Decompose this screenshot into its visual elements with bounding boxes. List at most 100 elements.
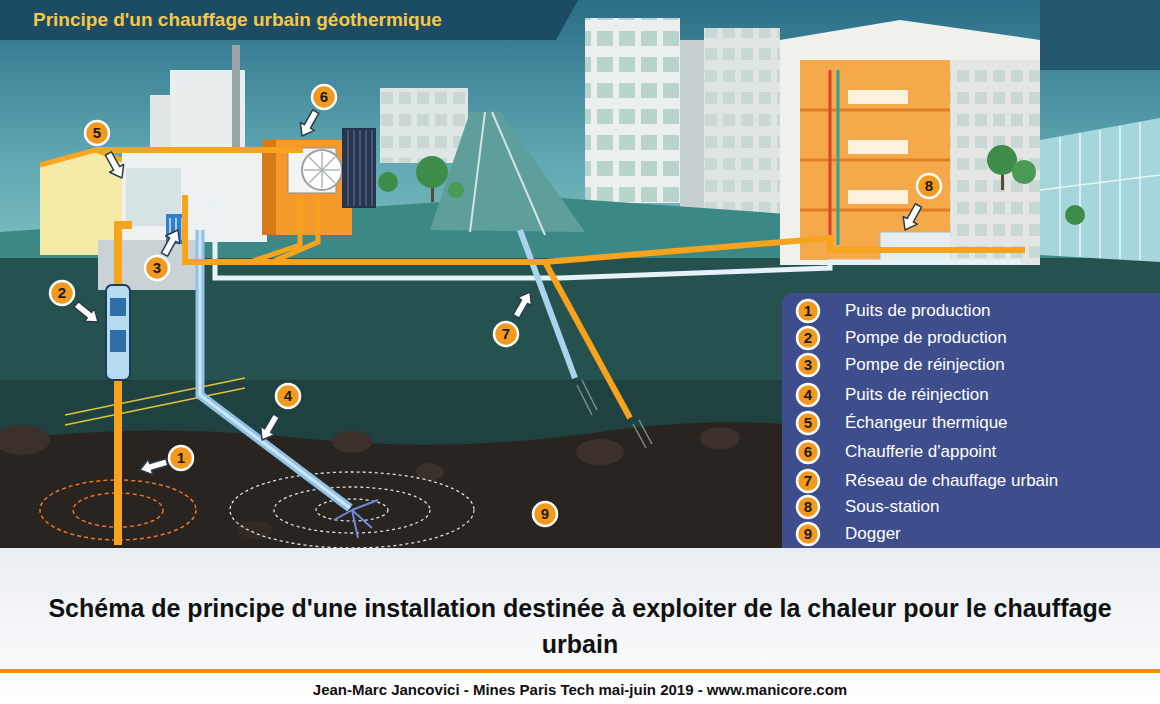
production-pump	[106, 285, 130, 380]
background-buildings	[232, 45, 240, 150]
legend-number: 4	[796, 383, 820, 407]
ground	[470, 112, 485, 232]
hot-pipes	[185, 195, 1025, 262]
plant	[342, 128, 376, 208]
callout-number: 7	[494, 322, 518, 346]
legend-number: 7	[796, 469, 820, 493]
hot-pipes	[95, 148, 300, 150]
legend-circles	[797, 300, 819, 545]
ground	[416, 463, 444, 481]
legend-text: Sous-station	[845, 497, 940, 516]
right-building	[829, 70, 832, 245]
callout-number: 8	[917, 174, 941, 198]
trees	[416, 156, 448, 188]
plant	[122, 150, 267, 242]
callout-circles	[917, 174, 941, 198]
trees	[448, 182, 464, 198]
well-zones	[230, 472, 474, 548]
legend-entry: Échangeur thermique	[845, 412, 1008, 434]
legend-number: 1	[796, 299, 820, 323]
cold-pipes	[205, 200, 1020, 278]
right-building	[837, 70, 840, 245]
callout-circles	[276, 384, 300, 408]
callout-circles	[169, 446, 193, 470]
callout-circles	[85, 121, 109, 145]
plant	[262, 140, 276, 235]
right-building	[848, 140, 908, 154]
legend-entry: Chaufferie d'appoint	[845, 441, 996, 463]
legend-entry: Pompe de production	[845, 327, 1007, 349]
background-buildings	[704, 28, 780, 238]
callout-arrows	[71, 298, 103, 328]
callout-number: 6	[312, 85, 336, 109]
footer-credit: Jean-Marc Jancovici - Mines Paris Tech m…	[0, 681, 1160, 698]
callout-arrows	[138, 454, 169, 477]
legend-number: 8	[796, 495, 820, 519]
right-building	[950, 60, 1040, 265]
plant	[348, 130, 372, 206]
legend-text: Dogger	[845, 524, 901, 543]
greenhouse	[1040, 122, 1160, 260]
right-building	[848, 190, 908, 204]
callout-circles	[50, 281, 74, 305]
right-building	[800, 110, 950, 210]
legend-circles	[797, 441, 819, 463]
legend-entry: Pompe de réinjection	[845, 354, 1005, 376]
callout-circles	[533, 502, 557, 526]
callout-number: 9	[533, 502, 557, 526]
right-building	[780, 20, 1040, 265]
background-buildings	[585, 18, 680, 203]
ground	[332, 431, 372, 453]
trees	[378, 172, 398, 192]
legend-entry: Puits de réinjection	[845, 384, 989, 406]
callout-number: 3	[145, 256, 169, 280]
callout-arrows	[157, 226, 185, 258]
cold-pipes	[577, 380, 597, 415]
callout-circles	[145, 256, 169, 280]
callout-number: 2	[50, 281, 74, 305]
legend-circles	[797, 523, 819, 545]
greenhouse	[1040, 118, 1160, 262]
plant	[304, 152, 340, 188]
hot-pipes	[545, 262, 630, 418]
legend-circles	[797, 327, 819, 349]
legend-number: 5	[796, 411, 820, 435]
ground	[492, 112, 545, 235]
legend-panel	[782, 293, 1160, 548]
legend-number: 9	[796, 522, 820, 546]
production-pump	[106, 285, 130, 380]
legend-entry: Puits de production	[845, 300, 991, 322]
right-building	[950, 60, 1040, 265]
callout-number: 5	[85, 121, 109, 145]
callout-arrows	[295, 108, 323, 140]
callout-arrows	[71, 108, 925, 478]
cold-pipes	[200, 230, 350, 508]
callout-arrows	[509, 288, 537, 320]
callout-number: 1	[169, 446, 193, 470]
legend-entry: Réseau de chauffage urbain	[845, 470, 1058, 492]
callout-circles	[312, 85, 336, 109]
sky	[0, 0, 578, 40]
ground	[576, 439, 624, 465]
hot-pipes	[250, 198, 318, 262]
legend-entry: Sous-station	[845, 496, 940, 518]
legend-text: Pompe de production	[845, 328, 1007, 347]
lower-area	[0, 548, 1160, 704]
background-buildings	[704, 28, 780, 238]
production-pump	[110, 298, 126, 316]
production-pump	[110, 330, 126, 352]
legend-text: Pompe de réinjection	[845, 355, 1005, 374]
plant	[262, 140, 352, 235]
well-zones	[40, 472, 474, 548]
legend-circles	[797, 412, 819, 434]
right-building	[800, 60, 950, 260]
background-buildings	[585, 18, 680, 203]
callout-number: 4	[276, 384, 300, 408]
lower-area	[0, 548, 1160, 704]
lower-area	[0, 669, 1160, 673]
legend-text: Puits de réinjection	[845, 385, 989, 404]
legend-text: Chaufferie d'appoint	[845, 442, 996, 461]
legend-text: Échangeur thermique	[845, 413, 1008, 432]
aquifer-lines	[65, 378, 245, 425]
